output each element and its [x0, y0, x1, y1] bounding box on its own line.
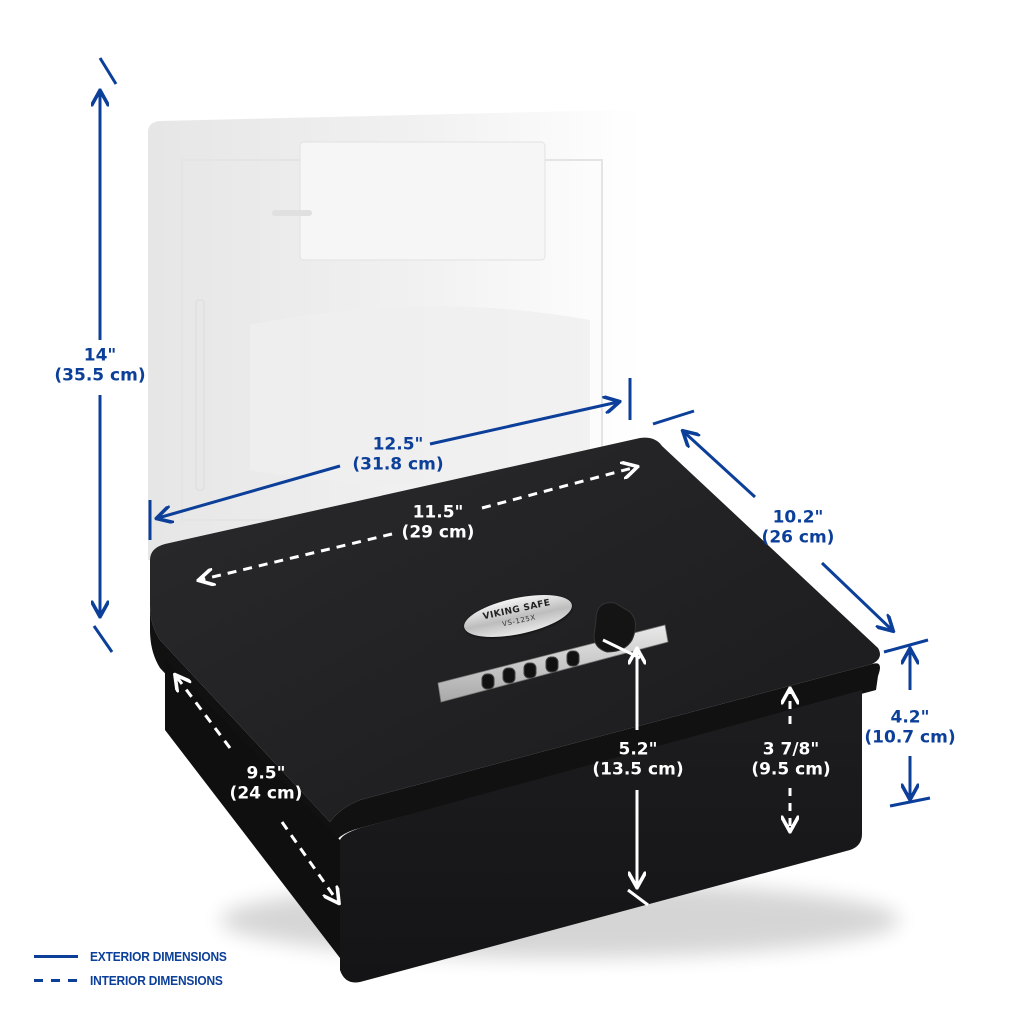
- legend: EXTERIOR DIMENSIONS INTERIOR DIMENSIONS: [34, 944, 239, 992]
- keypad-button-4[interactable]: [545, 656, 559, 673]
- legend-item-interior: INTERIOR DIMENSIONS: [34, 968, 239, 992]
- label-width-interior: 11.5" (29 cm): [401, 502, 475, 542]
- label-lid-opening: 5.2" (13.5 cm): [592, 739, 684, 779]
- label-height-open: 14" (35.5 cm): [54, 345, 146, 385]
- solid-line-icon: [34, 954, 78, 958]
- label-height-exterior: 4.2" (10.7 cm): [864, 707, 956, 747]
- legend-item-exterior: EXTERIOR DIMENSIONS: [34, 944, 239, 968]
- label-depth-interior: 9.5" (24 cm): [229, 763, 303, 803]
- interior-dimension-lines: [176, 467, 790, 905]
- dashed-line-icon: [34, 978, 78, 982]
- keypad-button-2[interactable]: [502, 667, 516, 684]
- label-depth-exterior: 10.2" (26 cm): [761, 507, 835, 547]
- open-lid: [148, 110, 640, 560]
- keypad-button-5[interactable]: [566, 650, 580, 667]
- keypad-button-1[interactable]: [481, 673, 495, 690]
- label-width-exterior: 12.5" (31.8 cm): [352, 434, 444, 474]
- keypad-button-3[interactable]: [523, 662, 537, 679]
- exterior-dimension-lines: [94, 57, 931, 808]
- label-height-interior: 3 7/8" (9.5 cm): [751, 739, 831, 779]
